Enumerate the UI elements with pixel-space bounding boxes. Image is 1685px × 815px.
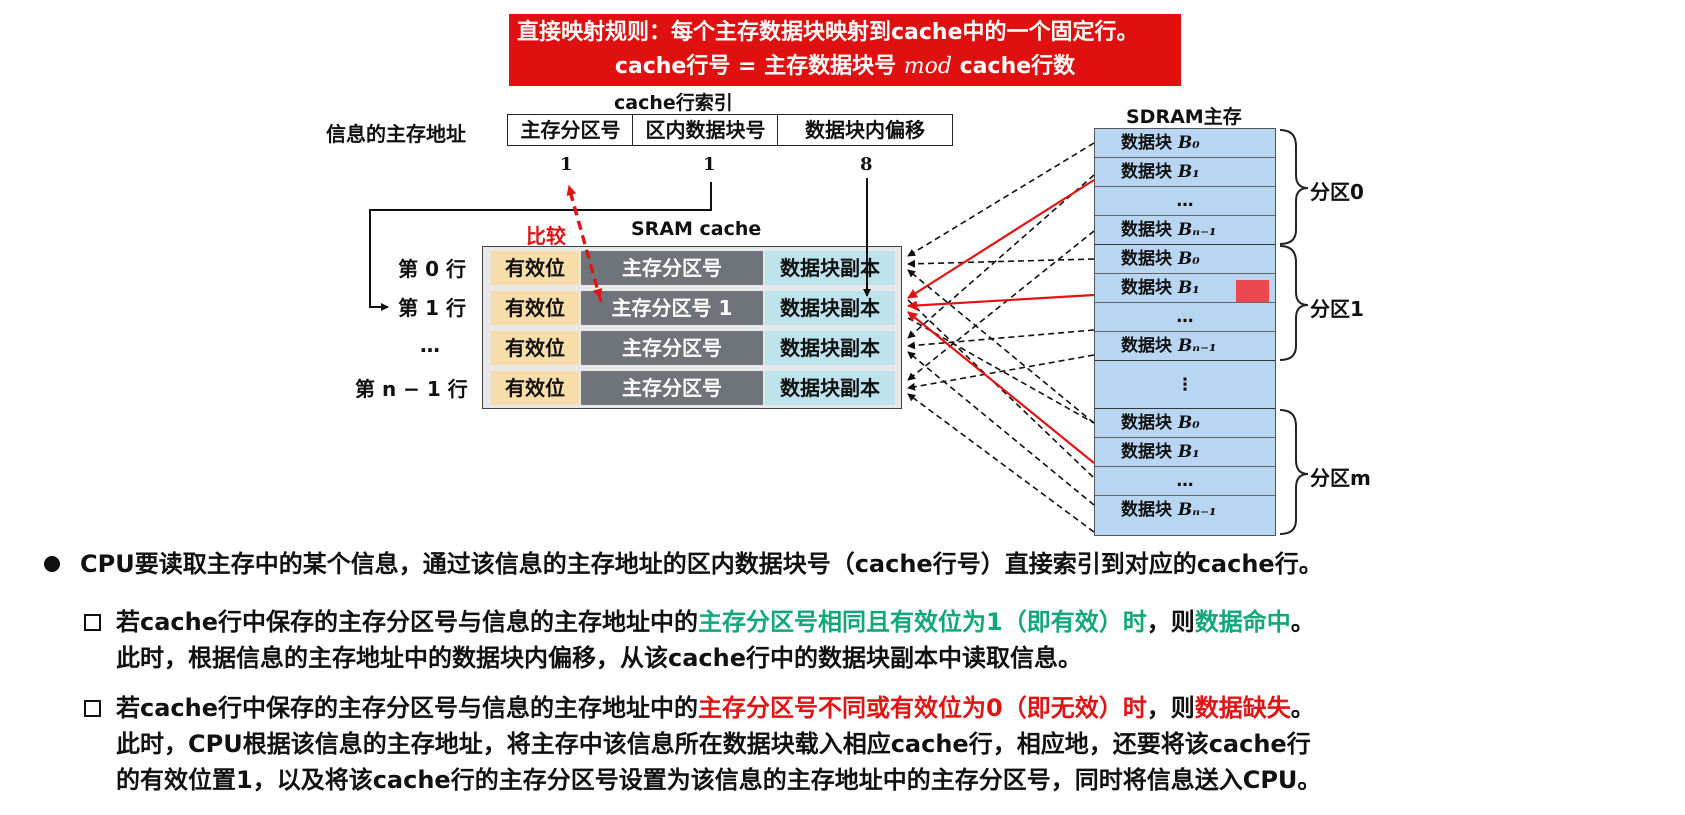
cache-valid-0: 有效位 xyxy=(491,251,579,285)
mem-block-p1-b0: 数据块 B₀ xyxy=(1095,245,1275,274)
cache-tag-0: 主存分区号 xyxy=(581,251,763,285)
mem-block-p0-b0: 数据块 B₀ xyxy=(1095,129,1275,158)
banner-formula-mod: mod xyxy=(903,54,952,79)
cache-data-0: 数据块副本 xyxy=(765,251,895,285)
cache-valid-2: 有效位 xyxy=(491,331,579,365)
text-miss-line-3: 的有效位置1，以及将该cache行的主存分区号设置为该信息的主存地址中的主存分区… xyxy=(116,766,1322,794)
cache-data-last: 数据块副本 xyxy=(765,371,895,405)
banner-line-1: 直接映射规则：每个主存数据块映射到cache中的一个固定行。 xyxy=(517,20,1139,45)
cache-row-label-ellipsis: … xyxy=(420,333,440,357)
mem-dots-p0: … xyxy=(1095,187,1275,216)
cache-title: SRAM cache xyxy=(631,218,762,240)
cache-row-label-0: 第 0 行 xyxy=(398,257,466,281)
partition-label-0: 分区0 xyxy=(1310,180,1364,204)
text-miss-line-2: 此时，CPU根据该信息的主存地址，将主存中该信息所在数据块载入相应cache行，… xyxy=(116,730,1311,758)
sdram-main-memory: 数据块 B₀ 数据块 B₁ … 数据块 Bₙ₋₁ 数据块 B₀ 数据块 B₁ …… xyxy=(1094,128,1276,536)
cache-tag-last: 主存分区号 xyxy=(581,371,763,405)
banner-line-2: cache行号 = 主存数据块号 mod cache行数 xyxy=(509,50,1181,84)
rule-banner: 直接映射规则：每个主存数据块映射到cache中的一个固定行。 cache行号 =… xyxy=(509,14,1181,86)
address-value-partition: 1 xyxy=(560,154,573,175)
cache-tag-2: 主存分区号 xyxy=(581,331,763,365)
partition-label-m: 分区m xyxy=(1310,466,1371,490)
cache-valid-1: 有效位 xyxy=(491,291,579,325)
bullet-square-icon xyxy=(84,614,101,631)
mem-block-p1-bn: 数据块 Bₙ₋₁ xyxy=(1095,332,1275,361)
miss-result: 数据缺失 xyxy=(1194,694,1291,722)
address-label: 信息的主存地址 xyxy=(326,122,466,146)
compare-label: 比较 xyxy=(526,224,566,248)
banner-formula-left: cache行号 = 主存数据块号 xyxy=(614,54,897,79)
address-field-partition: 主存分区号 xyxy=(507,114,634,146)
mem-block-pm-bn: 数据块 Bₙ₋₁ xyxy=(1121,500,1217,520)
text-hit-line-2: 此时，根据信息的主存地址中的数据块内偏移，从该cache行中的数据块副本中读取信… xyxy=(116,644,1083,672)
mem-dots-pm: … xyxy=(1095,467,1275,496)
cache-row-label-last: 第 n − 1 行 xyxy=(355,377,468,401)
sdram-title: SDRAM主存 xyxy=(1126,106,1242,128)
mem-block-pm-b0: 数据块 B₀ xyxy=(1095,409,1275,438)
brace-partition-m xyxy=(1279,409,1309,535)
banner-formula-right: cache行数 xyxy=(959,54,1076,79)
mem-block-p0-b1: 数据块 B₁ xyxy=(1095,158,1275,187)
address-field-block: 区内数据块号 xyxy=(632,114,779,146)
mem-vdots: ⋮ xyxy=(1095,361,1275,409)
text-hit-line-1: 若cache行中保存的主存分区号与信息的主存地址中的主存分区号相同且有效位为1（… xyxy=(116,608,1315,636)
target-data-highlight xyxy=(1236,280,1269,302)
miss-condition: 主存分区号不同或有效位为0（即无效）时 xyxy=(698,694,1147,722)
cache-data-1: 数据块副本 xyxy=(765,291,895,325)
bullet-dot-icon xyxy=(44,556,60,572)
hit-result: 数据命中 xyxy=(1194,608,1291,636)
text-line-1: CPU要读取主存中的某个信息，通过该信息的主存地址的区内数据块号（cache行号… xyxy=(80,550,1323,578)
address-value-offset: 8 xyxy=(860,154,873,175)
cache-tag-1: 主存分区号 1 xyxy=(581,291,763,325)
sram-cache: 有效位 主存分区号 数据块副本 有效位 主存分区号 1 数据块副本 有效位 主存… xyxy=(482,246,902,409)
cache-valid-last: 有效位 xyxy=(491,371,579,405)
brace-partition-0 xyxy=(1279,129,1309,245)
cache-row-label-1: 第 1 行 xyxy=(398,296,466,320)
mem-block-p0-bn: 数据块 Bₙ₋₁ xyxy=(1095,216,1275,245)
mem-dots-p1: … xyxy=(1095,303,1275,332)
address-field-offset: 数据块内偏移 xyxy=(777,114,953,146)
hit-condition: 主存分区号相同且有效位为1（即有效）时 xyxy=(698,608,1147,636)
address-value-block: 1 xyxy=(703,154,716,175)
cache-data-2: 数据块副本 xyxy=(765,331,895,365)
brace-partition-1 xyxy=(1279,245,1309,361)
index-route-line xyxy=(369,182,712,311)
bullet-square-icon xyxy=(84,700,101,717)
mem-block-p1-b1: 数据块 B₁ xyxy=(1095,274,1275,303)
mem-block-pm-b1: 数据块 B₁ xyxy=(1095,438,1275,467)
partition-label-1: 分区1 xyxy=(1310,297,1364,321)
cache-index-label: cache行索引 xyxy=(614,92,733,114)
text-miss-line-1: 若cache行中保存的主存分区号与信息的主存地址中的主存分区号不同或有效位为0（… xyxy=(116,694,1315,722)
